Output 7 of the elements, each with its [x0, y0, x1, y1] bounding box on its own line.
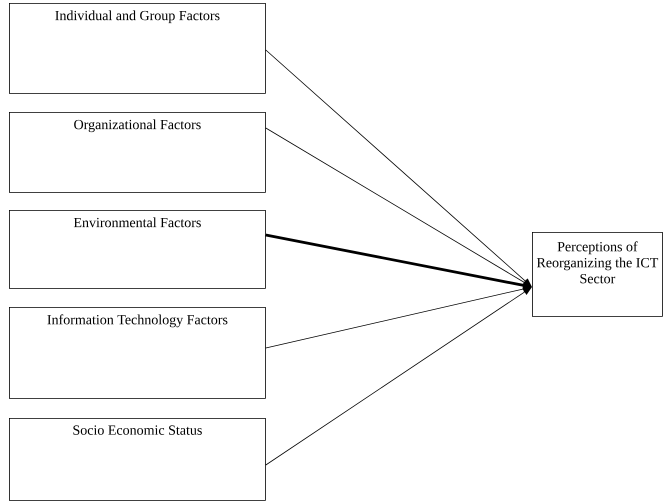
factor-box: Information Technology Factors	[9, 307, 266, 399]
factor-box: Perceptions of Reorganizing the ICT Sector	[532, 232, 663, 317]
factor-box: Organizational Factors	[9, 112, 266, 193]
factor-box: Individual and Group Factors	[9, 3, 266, 94]
factor-box: Environmental Factors	[9, 210, 266, 289]
arrow	[265, 50, 532, 287]
factor-box: Socio Economic Status	[9, 418, 266, 501]
